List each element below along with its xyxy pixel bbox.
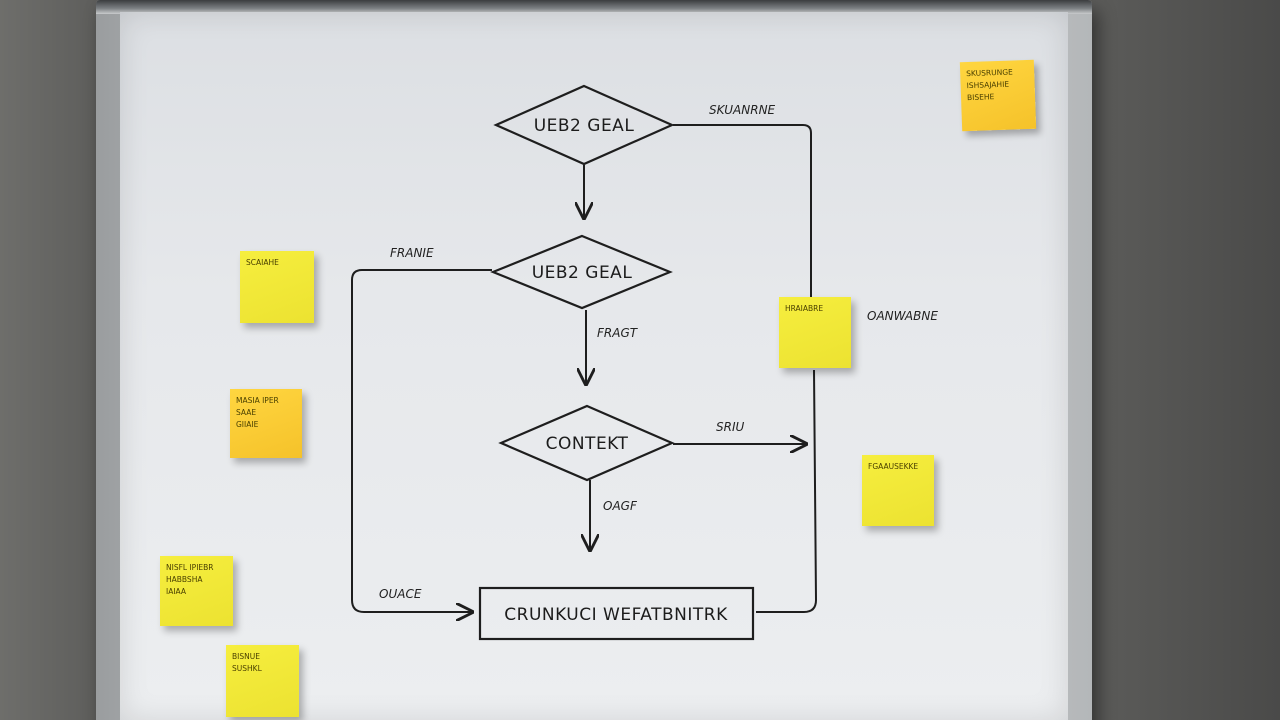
note-line: SCAIAHE <box>246 258 279 267</box>
sticky-note-left-1: SCAIAHE <box>240 251 314 323</box>
node-goal2-diamond <box>490 234 673 310</box>
edge-goal2-left-loop-output <box>351 269 492 612</box>
note-line: MASIA IPER <box>236 396 279 405</box>
note-line: SAAE <box>236 408 257 417</box>
edge-label-skuanrne: SKUANRNE <box>709 103 776 117</box>
connectors <box>351 124 818 613</box>
node-goal1-label: UEB2 GEAL <box>534 116 635 136</box>
note-line: BISEHE <box>966 92 995 103</box>
note-line: BISNUE <box>232 652 260 661</box>
node-output-label: CRUNKUCI WEFATBNITRK <box>504 605 728 625</box>
node-context-diamond <box>498 404 675 482</box>
edge-label-ouace: OUACE <box>379 587 422 601</box>
edge-goal1-right-loop-top <box>673 124 812 300</box>
note-line: IAIAA <box>166 587 187 596</box>
side-label-oanwabne: OANWABNE <box>867 309 938 323</box>
sticky-note-top-right: SKUSRUNGE ISHSAJAHIE BISEHE <box>959 59 1037 132</box>
sticky-note-right-2: FGAAUSEKKE <box>862 455 934 526</box>
edge-label-oagf: OAGF <box>603 499 638 513</box>
sticky-note-right-1: HRAIABRE <box>779 297 851 368</box>
node-goal1-diamond <box>493 84 675 166</box>
whiteboard-surface <box>120 12 1068 720</box>
note-line: SUSHKL <box>232 664 262 673</box>
edge-label-sriu: SRIU <box>716 420 744 434</box>
note-line: GIIAIE <box>236 420 259 429</box>
edge-label-fragt: FRAGT <box>597 326 639 340</box>
note-line: NISFL IPIEBR <box>166 563 214 572</box>
note-line: HABBSHA <box>166 575 203 584</box>
edge-label-franie: FRANIE <box>390 246 434 260</box>
node-goal2-label: UEB2 GEAL <box>532 263 633 283</box>
node-context-label: CONTEKT <box>546 434 629 454</box>
sticky-note-left-4: BISNUE SUSHKL <box>226 645 299 717</box>
edge-right-loop-output <box>756 369 818 613</box>
note-line: FGAAUSEKKE <box>868 462 919 471</box>
whiteboard-top-rail <box>96 0 1092 14</box>
note-line: HRAIABRE <box>785 304 824 313</box>
sticky-note-left-2: MASIA IPER SAAE GIIAIE <box>230 389 302 458</box>
sticky-note-left-3: NISFL IPIEBR HABBSHA IAIAA <box>160 556 233 626</box>
node-output-box <box>478 586 755 641</box>
